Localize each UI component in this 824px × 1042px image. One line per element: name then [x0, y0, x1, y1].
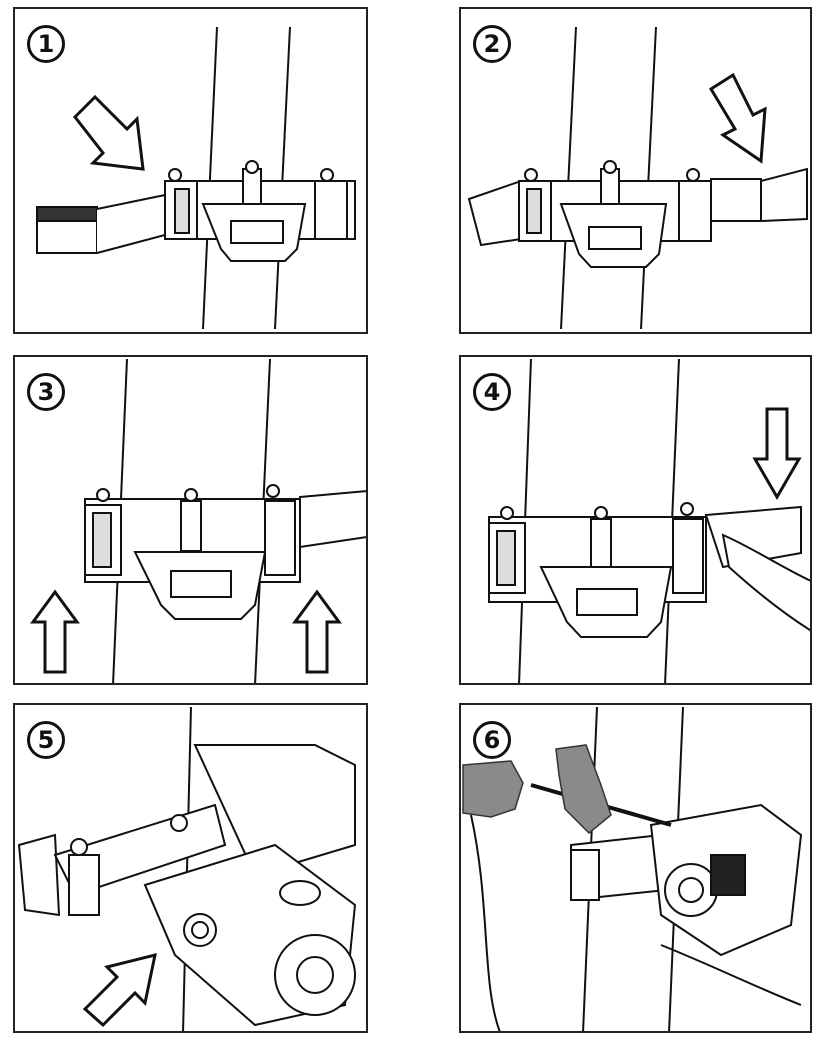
arrow-down-right-icon	[73, 94, 145, 171]
step-number: 4	[473, 373, 511, 411]
step-6-illustration	[462, 706, 803, 1031]
step-3-illustration	[84, 358, 366, 683]
arrow-up-right-icon	[82, 952, 157, 1028]
step-2-illustration	[467, 26, 808, 330]
step-number: 1	[27, 25, 65, 63]
step-panel-2: 2	[459, 7, 812, 334]
step-panel-5: 5	[13, 703, 368, 1033]
arrow-up-icon	[292, 589, 342, 674]
step-number: 6	[473, 721, 511, 759]
step-number: 5	[27, 721, 65, 759]
step-number: 2	[473, 25, 511, 63]
arrow-down-right-icon	[708, 72, 767, 164]
arrow-up-icon	[30, 589, 80, 674]
step-4-illustration	[488, 358, 810, 683]
arrow-down-icon	[752, 407, 802, 500]
step-panel-1: 1	[13, 7, 368, 334]
step-panel-3: 3	[13, 355, 368, 685]
step-5-illustration	[17, 706, 357, 1031]
step-1-illustration	[36, 26, 356, 330]
step-panel-4: 4	[459, 355, 812, 685]
step-panel-6: 6	[459, 703, 812, 1033]
step-number: 3	[27, 373, 65, 411]
